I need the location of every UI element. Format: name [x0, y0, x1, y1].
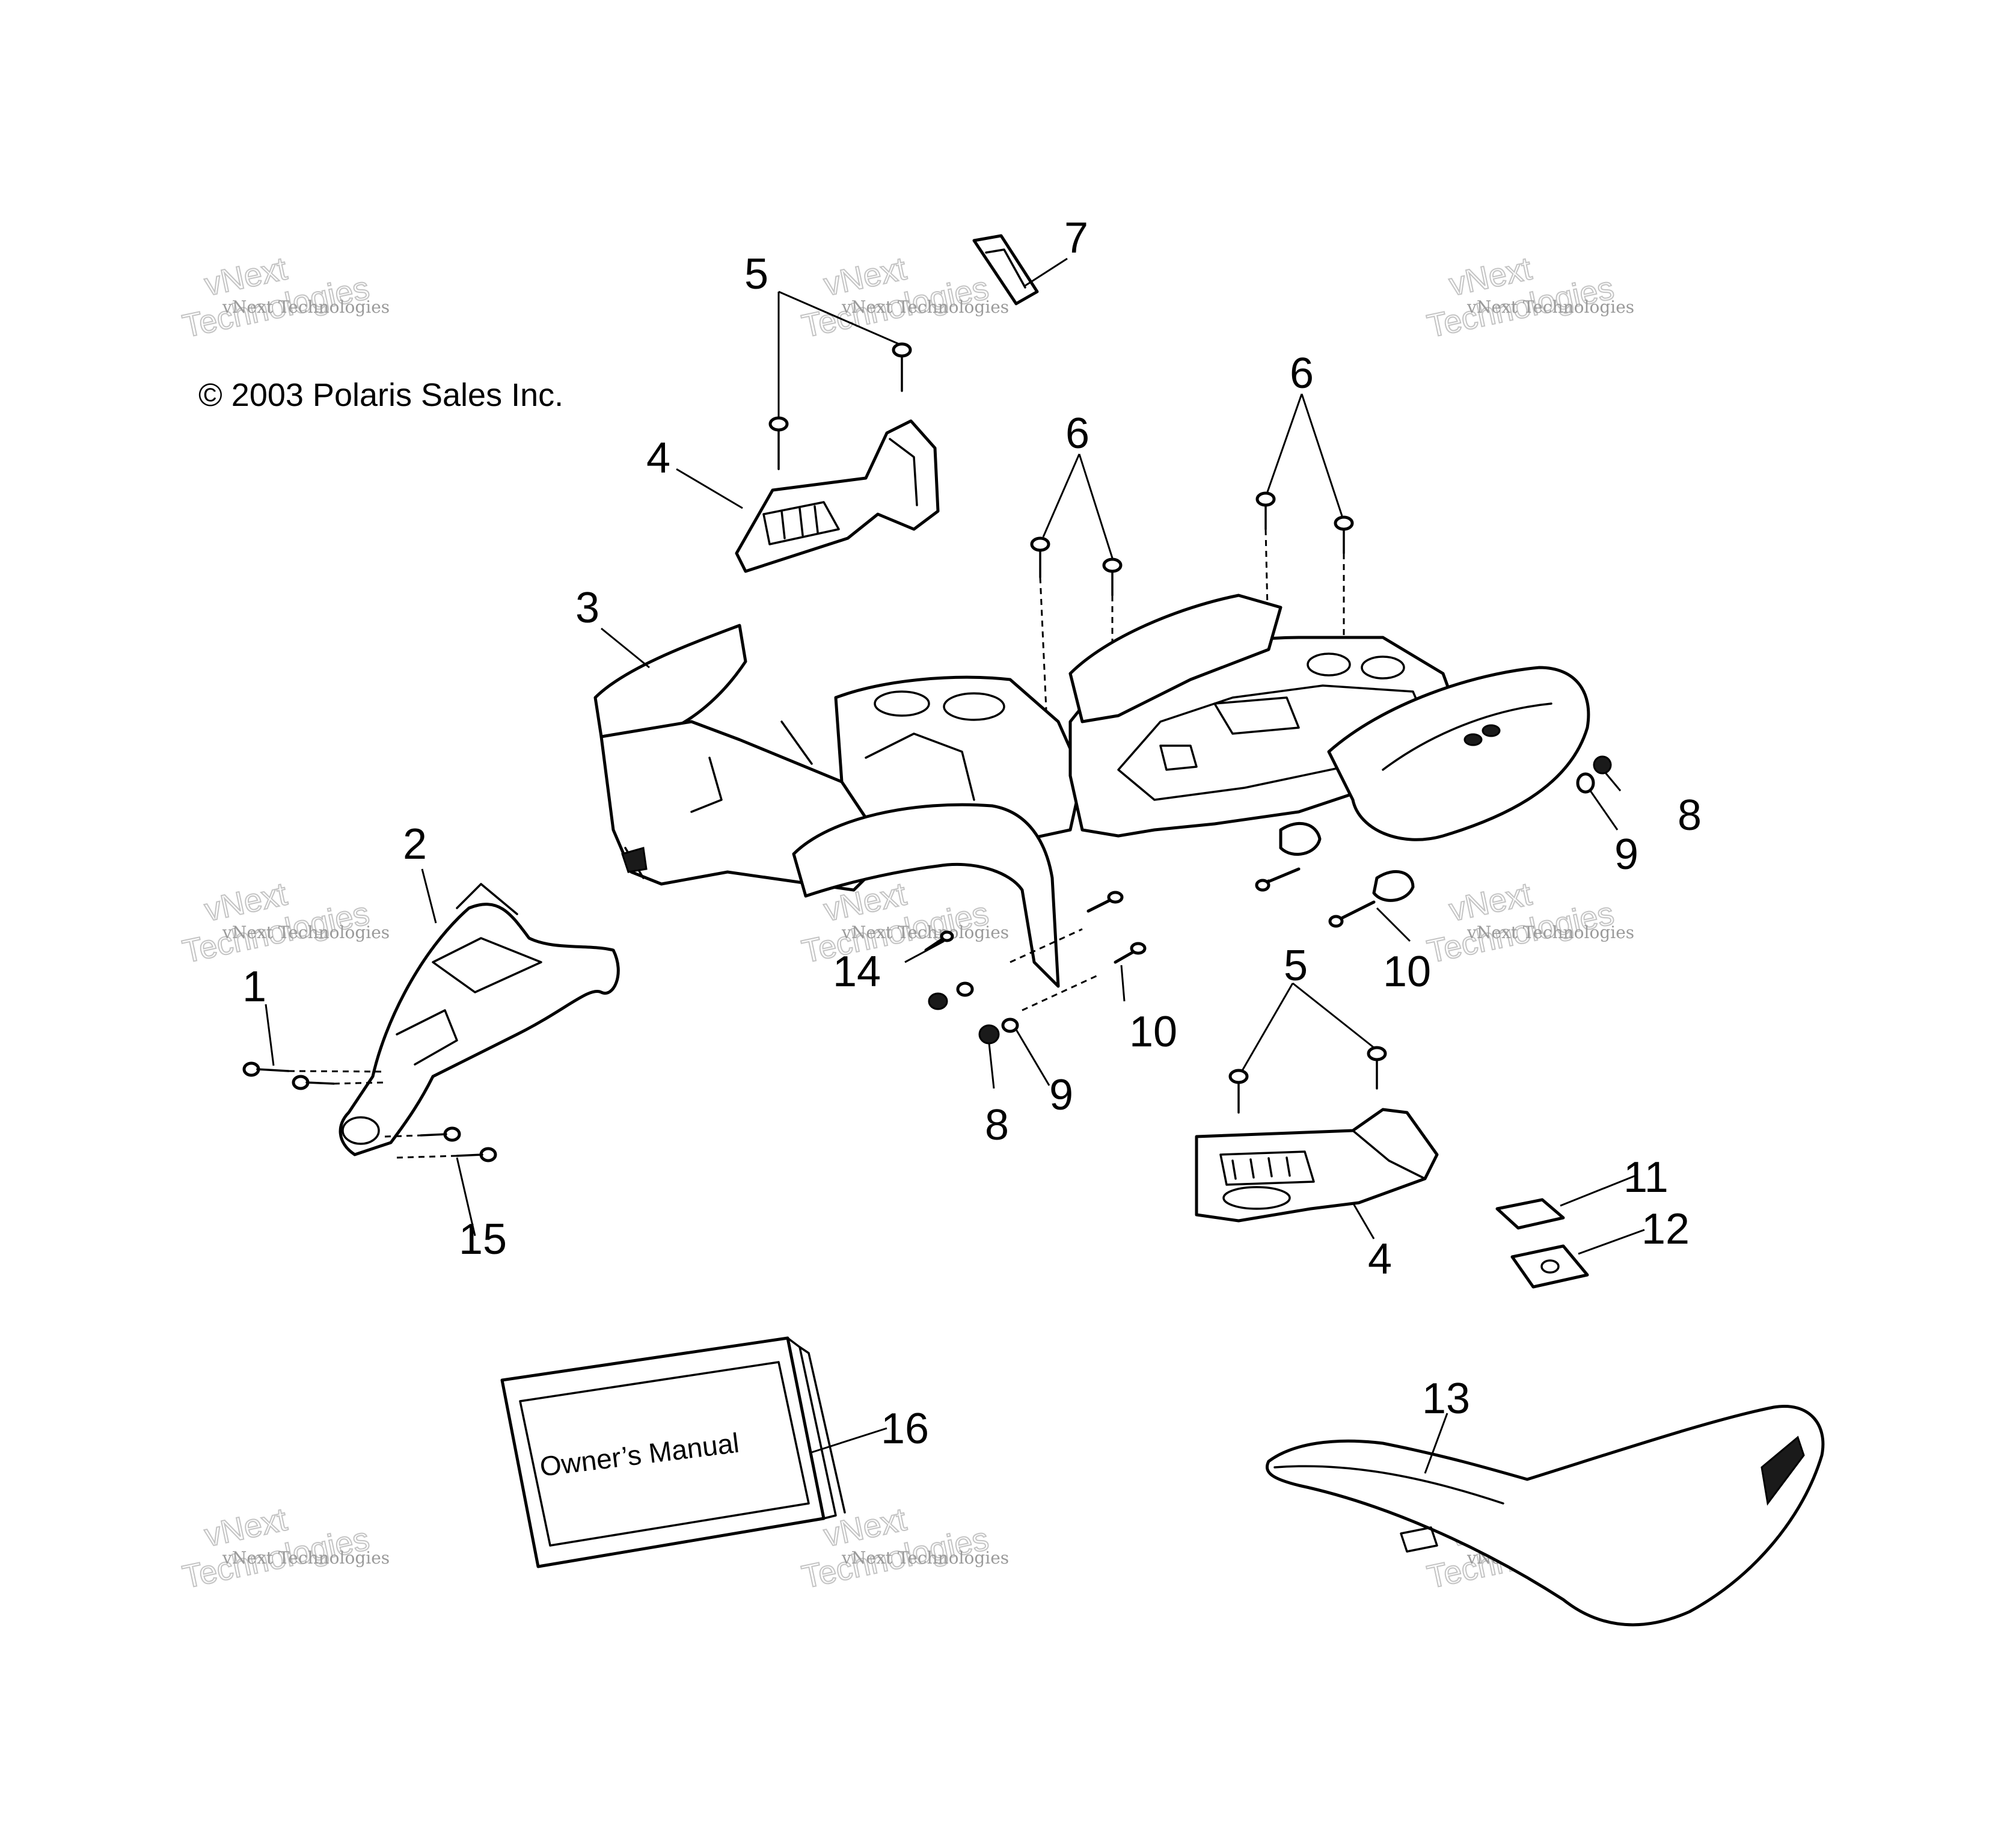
part-1-bolts — [242, 1061, 385, 1090]
svg-text:vNext Technologies: vNext Technologies — [1466, 922, 1634, 942]
callout-8-left: 8 — [985, 1101, 1009, 1149]
watermark-bottom-left: vNext Technologies vNext Technologies — [179, 1500, 390, 1595]
watermark-top-right: vNext Technologies vNext Technologies — [1424, 250, 1635, 345]
callout-7: 7 — [1064, 214, 1088, 262]
part-11-pad — [1495, 1198, 1565, 1230]
part-16-owners-manual: Owner’s Manual — [500, 1336, 846, 1568]
part-8-nuts-left — [928, 992, 1000, 1045]
part-13-seat — [1266, 1405, 1825, 1627]
callout-12: 12 — [1641, 1205, 1690, 1253]
callout-4-lower: 4 — [1368, 1235, 1392, 1283]
callout-6-left: 6 — [1065, 410, 1089, 458]
part-7-clip — [972, 234, 1039, 305]
watermark-bottom-center: vNext Technologies vNext Technologies — [798, 1500, 1010, 1595]
part-10-bolts-left — [1010, 891, 1147, 1011]
watermark-mid-left: vNext Technologies vNext Technologies — [179, 875, 390, 970]
part-2-front-bumper — [339, 883, 620, 1156]
copyright-text: © 2003 Polaris Sales Inc. — [198, 377, 563, 413]
watermark-mid-right: vNext Technologies vNext Technologies — [1424, 875, 1635, 970]
callout-16: 16 — [881, 1405, 929, 1453]
callout-1: 1 — [242, 963, 266, 1011]
callout-3: 3 — [575, 584, 599, 632]
callout-13: 13 — [1422, 1375, 1470, 1423]
callout-5-lower: 5 — [1284, 942, 1308, 990]
svg-text:vNext Technologies: vNext Technologies — [222, 297, 390, 317]
svg-text:vNext Technologies: vNext Technologies — [841, 922, 1009, 942]
svg-text:vNext Technologies: vNext Technologies — [222, 922, 390, 942]
callout-2: 2 — [403, 820, 427, 868]
callout-10-right: 10 — [1383, 948, 1431, 996]
callout-6-right: 6 — [1290, 349, 1314, 398]
part-8-nut-right — [1593, 755, 1612, 775]
part-5-screws-lower — [1228, 1046, 1387, 1114]
callout-10-left: 10 — [1129, 1008, 1177, 1056]
part-9-washer-right — [1576, 772, 1595, 794]
callout-11: 11 — [1623, 1153, 1669, 1202]
callout-5-upper: 5 — [744, 250, 768, 298]
callout-9-right: 9 — [1614, 830, 1638, 879]
svg-text:vNext Technologies: vNext Technologies — [1466, 297, 1634, 317]
svg-text:vNext Technologies: vNext Technologies — [841, 297, 1009, 317]
callout-4-upper: 4 — [646, 434, 670, 482]
callout-numbers: 1 2 3 4 4 5 5 6 6 7 8 8 9 9 10 10 11 12 … — [242, 214, 1702, 1453]
part-5-screws-upper — [768, 342, 912, 470]
callout-8-right: 8 — [1678, 791, 1702, 840]
callout-9-left: 9 — [1049, 1071, 1073, 1119]
part-14-bolt — [924, 930, 954, 952]
callout-14: 14 — [833, 948, 881, 996]
svg-text:vNext Technologies: vNext Technologies — [841, 1548, 1009, 1568]
callout-15: 15 — [459, 1215, 507, 1263]
watermark-top-left: vNext Technologies vNext Technologies — [179, 250, 390, 345]
part-9-washers-left — [956, 981, 1019, 1033]
svg-text:vNext Technologies: vNext Technologies — [222, 1548, 390, 1568]
part-3-main-body — [593, 594, 1590, 988]
part-10-bolts-right — [1255, 867, 1376, 928]
part-4-footrest-upper — [735, 419, 940, 573]
part-15-bolts — [384, 1126, 497, 1162]
leader-lines — [265, 257, 1645, 1474]
part-12-plate — [1510, 1244, 1589, 1289]
part-4-footrest-lower — [1195, 1108, 1439, 1223]
